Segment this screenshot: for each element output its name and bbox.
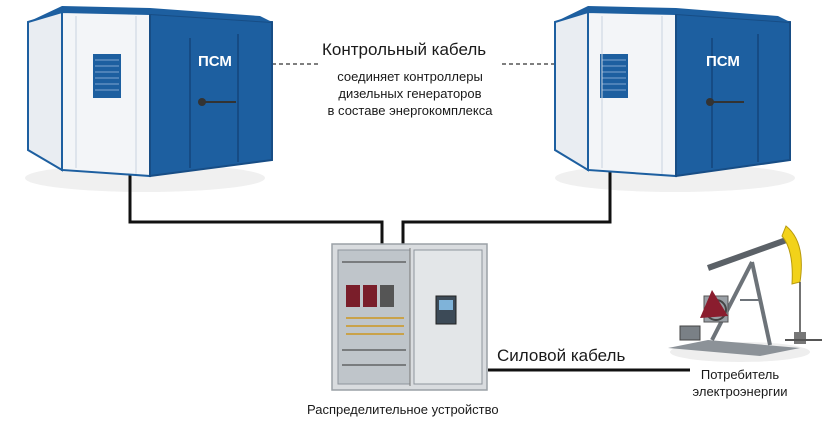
control-cable-title: Контрольный кабель: [322, 40, 487, 59]
consumer-label: Потребитель электроэнергии: [680, 366, 800, 400]
power-cable-left: [128, 168, 384, 244]
consumer-label-line: Потребитель: [700, 367, 780, 382]
control-cable-description: соединяет контроллеры дизельных генерато…: [300, 68, 520, 119]
switchgear-cabinet: [331, 243, 488, 391]
generator-container-left: ПСМ: [27, 6, 273, 178]
control-cable-description-line: дизельных генераторов: [338, 86, 482, 101]
generator-brand-logo: ПСМ: [706, 53, 740, 70]
generator-container-right: ПСМ: [554, 6, 791, 178]
consumer-label-line: электроэнергии: [692, 384, 788, 399]
control-cable-description-line: в составе энергокомплекса: [327, 103, 493, 118]
generator-brand-logo: ПСМ: [198, 53, 232, 70]
switchgear-label: Распределительное устройство: [307, 402, 499, 417]
pump-jack: [668, 225, 822, 362]
power-cable-right: [401, 168, 612, 244]
vent-grille: [600, 54, 628, 98]
power-cable-label: Силовой кабель: [497, 346, 626, 365]
control-cable-description-line: соединяет контроллеры: [337, 69, 483, 84]
vent-grille: [93, 54, 121, 98]
